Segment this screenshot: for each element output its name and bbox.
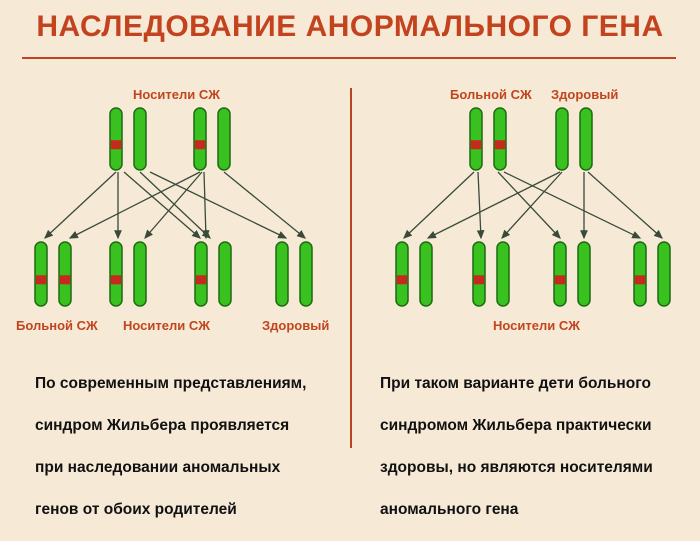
inheritance-arrow xyxy=(144,171,203,239)
left-child-4-chromosome-b xyxy=(299,241,313,307)
right-parent-healthy-chromosome-a xyxy=(555,107,569,171)
abnormal-gene-mark xyxy=(554,275,566,285)
left-caption-line: По современным представлениям, xyxy=(35,375,307,392)
right-caption-line: здоровы, но являются носителями xyxy=(380,459,653,476)
left-parent-1-chromosome-a xyxy=(109,107,123,171)
inheritance-arrow xyxy=(501,171,563,239)
right-parent-sick-chromosome-a xyxy=(469,107,483,171)
left-parent-2-chromosome-b xyxy=(217,107,231,171)
right-child-1-chromosome-b xyxy=(419,241,433,307)
left-child-3-chromosome-b xyxy=(218,241,232,307)
inheritance-arrow xyxy=(201,171,210,240)
left-child-1-chromosome-a xyxy=(34,241,48,307)
left-child-2-chromosome-a xyxy=(109,241,123,307)
inheritance-arrow xyxy=(223,171,307,239)
inheritance-arrow xyxy=(503,171,642,239)
inheritance-arrow xyxy=(497,171,561,239)
right-child-2-chromosome-a xyxy=(472,241,486,307)
inheritance-arrow xyxy=(476,171,485,240)
left-caption: По современным представлениям, синдром Ж… xyxy=(35,352,306,541)
abnormal-gene-mark xyxy=(473,275,485,285)
right-child-2-chromosome-b xyxy=(496,241,510,307)
left-child-3-chromosome-a xyxy=(194,241,208,307)
left-child-label-healthy: Здоровый xyxy=(262,318,330,333)
abnormal-gene-mark xyxy=(396,275,408,285)
right-caption: При таком варианте дети больного синдром… xyxy=(380,352,653,541)
right-children-label: Носители СЖ xyxy=(493,318,580,333)
page-title: НАСЛЕДОВАНИЕ АНОРМАЛЬНОГО ГЕНА xyxy=(36,10,664,43)
chromosome-pairs xyxy=(34,107,671,307)
right-caption-line: аномального гена xyxy=(380,501,519,518)
right-parent-healthy-chromosome-b xyxy=(579,107,593,171)
abnormal-gene-mark xyxy=(470,140,482,150)
left-caption-line: синдром Жильбера проявляется xyxy=(35,417,290,434)
right-child-4-chromosome-a xyxy=(633,241,647,307)
left-child-label-carriers: Носители СЖ xyxy=(123,318,210,333)
right-parent-label-healthy: Здоровый xyxy=(551,87,619,102)
right-child-3-chromosome-a xyxy=(553,241,567,307)
abnormal-gene-mark xyxy=(110,140,122,150)
left-parents-label: Носители СЖ xyxy=(133,87,220,102)
left-parent-1-chromosome-b xyxy=(133,107,147,171)
right-child-1-chromosome-a xyxy=(395,241,409,307)
inheritance-diagram xyxy=(34,107,671,307)
inheritance-arrow xyxy=(44,171,117,239)
abnormal-gene-mark xyxy=(59,275,71,285)
inheritance-arrows xyxy=(44,171,663,240)
inheritance-arrow xyxy=(587,171,663,239)
right-child-3-chromosome-b xyxy=(577,241,591,307)
right-caption-line: синдромом Жильбера практически xyxy=(380,417,652,434)
abnormal-gene-mark xyxy=(634,275,646,285)
title-underline xyxy=(22,57,676,59)
inheritance-arrow xyxy=(68,171,201,239)
abnormal-gene-mark xyxy=(195,275,207,285)
abnormal-gene-mark xyxy=(494,140,506,150)
right-parent-sick-chromosome-b xyxy=(493,107,507,171)
left-child-label-sick: Больной СЖ xyxy=(16,318,98,333)
left-caption-line: генов от обоих родителей xyxy=(35,501,237,518)
abnormal-gene-mark xyxy=(35,275,47,285)
inheritance-arrow xyxy=(149,171,288,239)
right-parent-label-sick: Больной СЖ xyxy=(450,87,532,102)
panel-divider xyxy=(350,88,352,448)
left-child-4-chromosome-a xyxy=(275,241,289,307)
left-child-1-chromosome-b xyxy=(58,241,72,307)
inheritance-arrow xyxy=(426,171,561,239)
left-parent-2-chromosome-a xyxy=(193,107,207,171)
left-caption-line: при наследовании аномальных xyxy=(35,459,281,476)
inheritance-arrow xyxy=(403,171,475,239)
left-child-2-chromosome-b xyxy=(133,241,147,307)
right-child-4-chromosome-b xyxy=(657,241,671,307)
inheritance-arrow xyxy=(139,171,211,239)
abnormal-gene-mark xyxy=(110,275,122,285)
right-caption-line: При таком варианте дети больного xyxy=(380,375,651,392)
abnormal-gene-mark xyxy=(194,140,206,150)
inheritance-arrow xyxy=(123,171,201,239)
